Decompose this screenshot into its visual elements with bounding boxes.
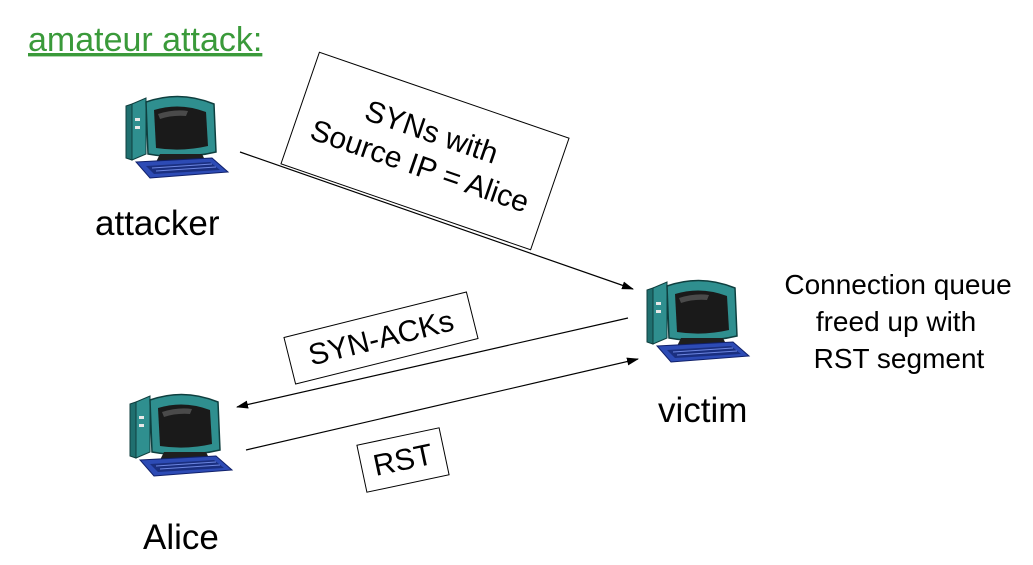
alice-computer-icon — [129, 393, 233, 477]
note-line-1: Connection queue — [784, 269, 1011, 300]
note-line-2: freed up with — [816, 306, 976, 337]
attacker-label: attacker — [95, 204, 220, 243]
syns-message-box: SYNs with Source IP = Alice — [280, 51, 570, 251]
synacks-arrow — [236, 317, 629, 409]
rst-arrow — [245, 357, 639, 451]
syns-arrow — [239, 151, 634, 290]
victim-label: victim — [658, 391, 747, 430]
victim-computer-icon — [646, 279, 750, 363]
alice-label: Alice — [143, 518, 219, 557]
note-line-3: RST segment — [814, 343, 985, 374]
synacks-message-box: SYN-ACKs — [283, 291, 479, 385]
rst-message-box: RST — [356, 427, 450, 493]
slide-title: amateur attack: — [28, 21, 262, 59]
attacker-computer-icon — [125, 95, 229, 179]
